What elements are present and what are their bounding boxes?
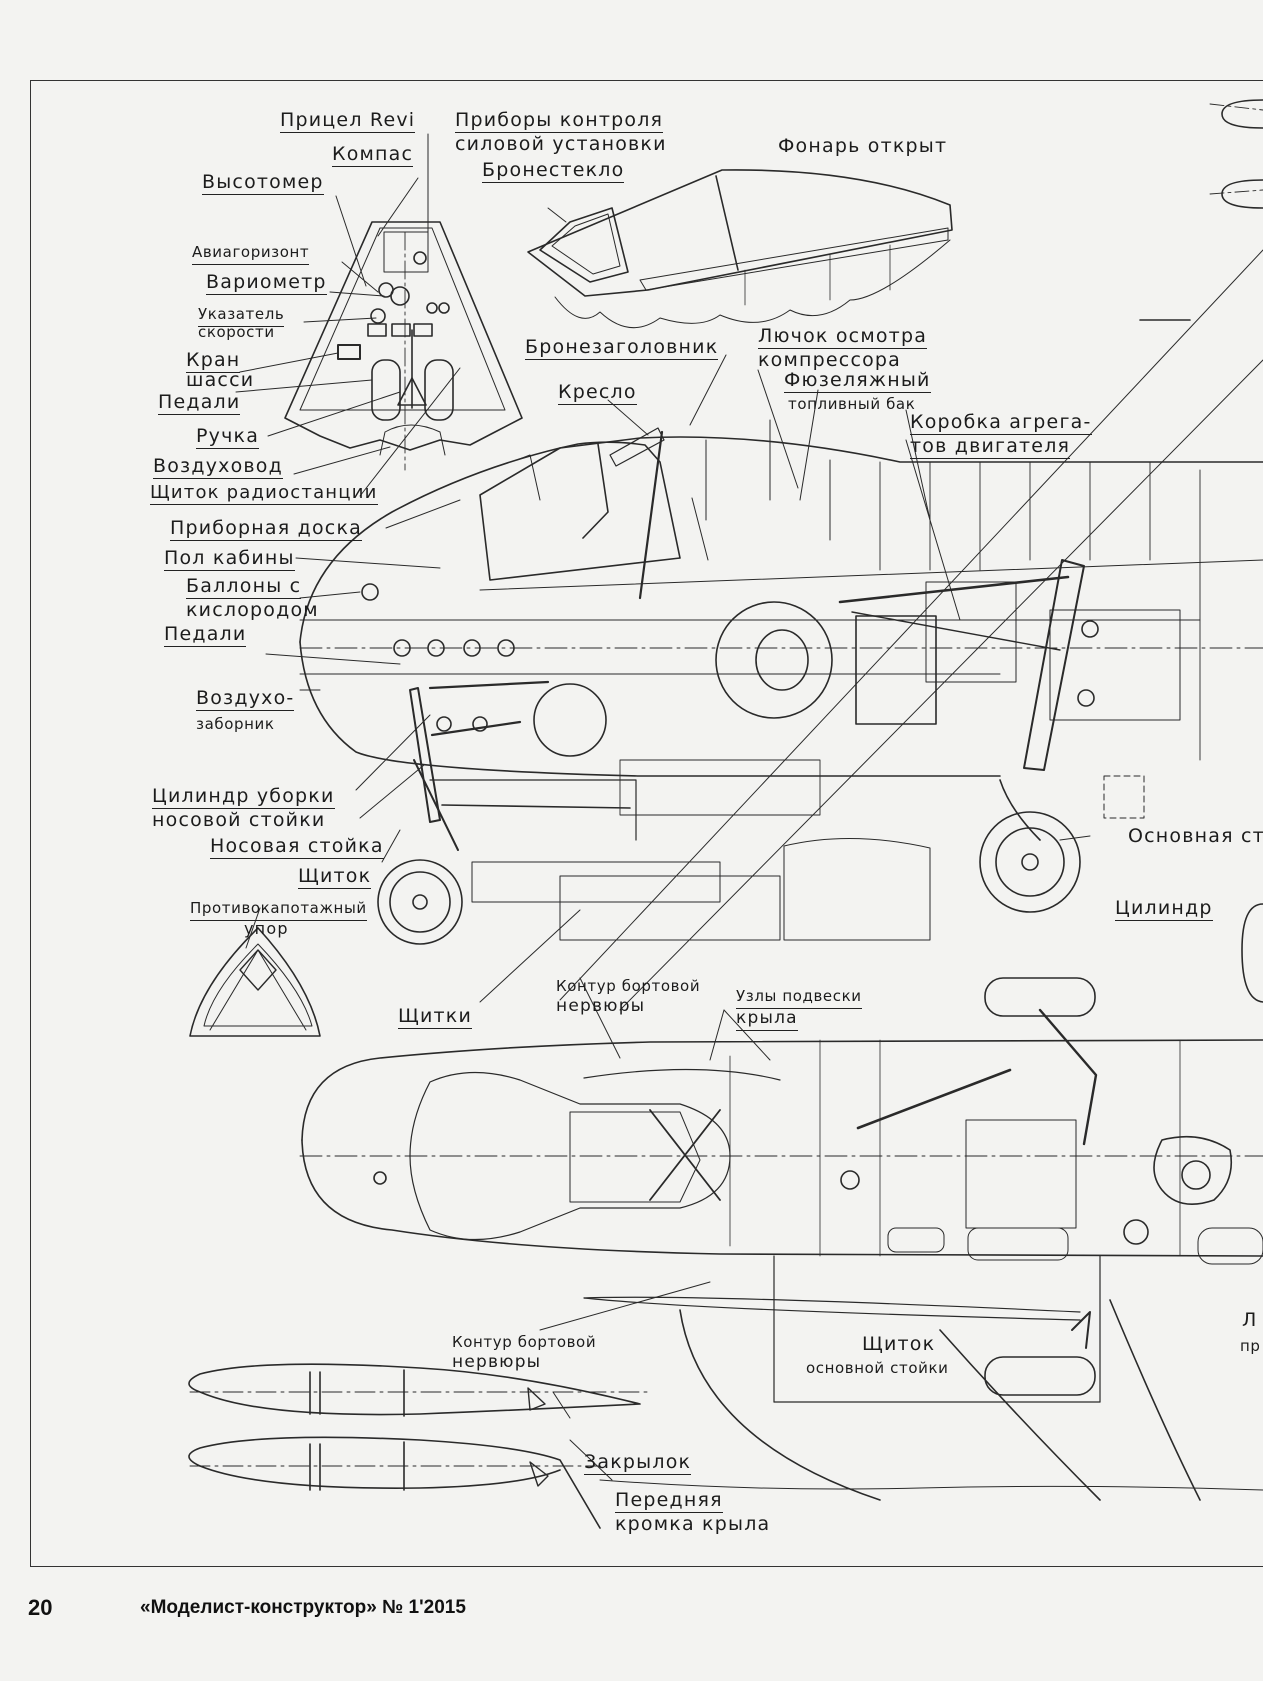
drawing-frame [30,80,1263,1567]
label-upor: упор [244,919,289,938]
label-kompressora: компрессора [758,349,902,371]
label-zabornik: заборник [196,715,275,733]
label-shassi: шасси [186,369,255,391]
fuselage-side-view [299,249,1263,1011]
label-kromka-kryla: кромка крыла [615,1513,771,1535]
label-kompas: Компас [332,143,414,167]
label-pedali-side: Педали [164,623,247,647]
label-osnovnoy-stoyki: основной стойки [806,1359,949,1377]
label-protivokapotazhny: Противокапотажный [190,898,367,921]
page-number: 20 [28,1595,53,1620]
label-vysotomer: Высотомер [202,171,324,195]
label-shchitok: Щиток [298,865,372,889]
label-edge-fragment-2: пр [1240,1337,1261,1355]
label-cilindr: Цилиндр [1115,897,1213,921]
label-nosovoy-stoyki: носовой стойки [152,809,326,831]
label-kreslo: Кресло [558,381,637,405]
label-shchitki: Щитки [398,1005,473,1029]
journal-title: «Моделист-конструктор» № 1'2015 [140,1597,466,1618]
label-pol-kabiny: Пол кабины [164,547,295,571]
label-kran: Кран [186,349,241,373]
label-fuzelyazhny: Фюзеляжный [784,369,931,393]
label-vozduhozabornik: Воздухо- [196,687,295,711]
label-dvigatelya: тов двигателя [910,435,1071,459]
label-bronesteklo: Бронестекло [482,159,625,183]
right-edge-fragments [1139,99,1263,1003]
label-vozduhovod: Воздуховод [153,455,283,479]
label-pricel-revi: Прицел Revi [280,109,416,133]
label-pribornaya-doska: Приборная доска [170,517,362,541]
anti-noseover-stop [189,927,321,1037]
label-zakrylok: Закрылок [584,1451,692,1475]
label-kryla: крыла [736,1008,798,1031]
label-kislorodom: кислородом [186,599,319,621]
label-shchitok-radio: Щиток радиостанции [150,482,378,505]
label-cilindr-uborki: Цилиндр уборки [152,785,335,809]
cockpit-front-view [284,221,523,471]
canopy-open-view [527,169,953,329]
label-pribory-kontrolya: Приборы контроля [455,109,664,133]
label-perednyaya: Передняя [615,1489,723,1513]
wing-section-profiles [188,1363,651,1529]
label-bronezagolovnik: Бронезаголовник [525,336,719,360]
leader-lines [235,133,1091,1481]
label-aviagorizont: Авиагоризонт [192,242,310,265]
label-silovoy-ustanovki: силовой установки [455,133,667,155]
label-pedali-top: Педали [158,391,241,415]
label-lyuchok-osmotra: Лючок осмотра [758,325,928,349]
fuselage-plan-view [299,977,1263,1501]
label-nosovaya-stoyka: Носовая стойка [210,835,384,859]
label-korobka-agregatov: Коробка агрега- [910,411,1092,435]
label-skorosti: скорости [198,323,275,341]
label-fonar-otkryt: Фонарь открыт [778,135,948,157]
label-kontur-bot: Контур бортовой [452,1333,597,1351]
label-ballony: Баллоны с [186,575,302,599]
label-variometr: Вариометр [206,271,327,295]
label-nervyury-bot: нервюры [452,1352,542,1372]
label-toplivny-bak: топливный бак [788,395,916,413]
label-nervyury-top: нервюры [556,996,646,1016]
label-uzly-podveski: Узлы подвески [736,986,862,1009]
label-kontur-top: Контур бортовой [556,977,701,995]
label-ukazatel: Указатель [198,304,285,327]
wing-side-outline [471,837,931,941]
label-osnovnaya-stoyka: Основная ст [1128,825,1263,847]
label-edge-fragment-1: Л [1242,1309,1258,1331]
label-ruchka: Ручка [196,425,260,449]
label-shchitok-osn: Щиток [862,1333,936,1355]
